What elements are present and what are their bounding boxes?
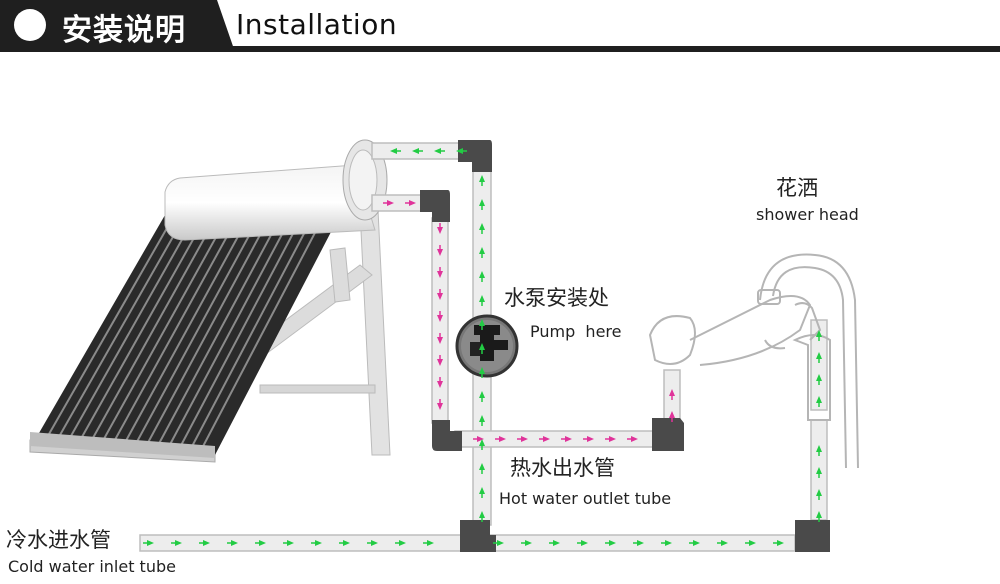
- flow-arrow: [437, 359, 443, 366]
- flow-arrow: [581, 540, 588, 546]
- flow-arrow: [315, 540, 322, 546]
- pump-icon: [455, 314, 519, 378]
- flow-arrow: [543, 436, 550, 442]
- flow-arrow: [287, 540, 294, 546]
- flow-arrow: [479, 271, 485, 278]
- flow-arrow: [147, 540, 154, 546]
- header-bar: 安装说明 Installation: [0, 0, 1000, 52]
- hot-outlet-label-en: Hot water outlet tube: [499, 489, 672, 508]
- flow-arrow: [521, 436, 528, 442]
- flow-arrow: [479, 295, 485, 302]
- flow-arrow: [479, 175, 485, 182]
- flow-arrow: [816, 445, 822, 452]
- flow-arrow: [434, 148, 441, 154]
- flow-arrow: [609, 436, 616, 442]
- flow-arrow: [231, 540, 238, 546]
- flow-arrow: [399, 540, 406, 546]
- flow-arrow: [749, 540, 756, 546]
- hot-outlet-label-cn: 热水出水管: [510, 456, 615, 480]
- flow-arrow: [437, 403, 443, 410]
- pipe-elbows: [420, 140, 830, 552]
- flow-arrow: [479, 247, 485, 254]
- cold-water-arrows: [143, 148, 822, 546]
- flow-arrow: [387, 200, 394, 206]
- header-title-cn: 安装说明: [62, 13, 186, 48]
- flow-arrow: [437, 249, 443, 256]
- flow-arrow: [259, 540, 266, 546]
- flow-arrow: [565, 436, 572, 442]
- pump-label-cn: 水泵安装处: [504, 286, 609, 310]
- flow-arrow: [693, 540, 700, 546]
- flow-arrow: [390, 148, 397, 154]
- flow-arrow: [437, 271, 443, 278]
- flow-arrow: [456, 148, 463, 154]
- flow-arrow: [175, 540, 182, 546]
- flow-arrow: [412, 148, 419, 154]
- flow-arrow: [816, 352, 822, 359]
- header-circle-icon: [14, 9, 46, 41]
- flow-arrow: [816, 511, 822, 518]
- flow-arrow: [427, 540, 434, 546]
- flow-arrow: [477, 436, 484, 442]
- flow-arrow: [665, 540, 672, 546]
- flow-arrow: [499, 436, 506, 442]
- flow-arrow: [816, 467, 822, 474]
- flow-arrow: [437, 227, 443, 234]
- flow-arrow: [479, 199, 485, 206]
- header-underline: [0, 46, 1000, 52]
- flow-arrow: [609, 540, 616, 546]
- flow-arrow: [479, 487, 485, 494]
- flow-arrow: [669, 411, 675, 418]
- shower-faucet: [648, 253, 859, 469]
- flow-arrow: [479, 511, 485, 518]
- flow-arrow: [816, 396, 822, 403]
- flow-arrow: [637, 540, 644, 546]
- flow-arrow: [553, 540, 560, 546]
- pump-label-en: Pump here: [530, 322, 622, 341]
- flow-arrow: [479, 415, 485, 422]
- flow-arrow: [409, 200, 416, 206]
- flow-arrow: [479, 223, 485, 230]
- vacuum-tubes: [30, 205, 345, 458]
- flow-arrow: [479, 463, 485, 470]
- flow-arrow: [479, 391, 485, 398]
- flow-arrow: [631, 436, 638, 442]
- flow-arrow: [777, 540, 784, 546]
- cold-inlet-label-cn: 冷水进水管: [6, 528, 111, 552]
- flow-arrow: [479, 367, 485, 374]
- flow-arrow: [497, 540, 504, 546]
- flow-arrow: [437, 293, 443, 300]
- flow-arrow: [816, 489, 822, 496]
- flow-arrow: [669, 389, 675, 396]
- flow-arrow: [525, 540, 532, 546]
- flow-arrow: [479, 343, 485, 350]
- shower-label-cn: 花洒: [776, 176, 818, 200]
- solar-water-heater: [29, 139, 391, 463]
- flow-arrow: [816, 330, 822, 337]
- flow-arrow: [437, 315, 443, 322]
- flow-arrow: [437, 381, 443, 388]
- flow-arrow: [479, 319, 485, 326]
- flow-arrow: [816, 374, 822, 381]
- flow-arrow: [479, 439, 485, 446]
- cold-inlet-label-en: Cold water inlet tube: [8, 557, 176, 576]
- flow-arrow: [343, 540, 350, 546]
- hot-water-arrows: [383, 200, 675, 442]
- flow-arrow: [437, 337, 443, 344]
- shower-label-en: shower head: [756, 205, 859, 224]
- flow-arrow: [587, 436, 594, 442]
- flow-arrow: [203, 540, 210, 546]
- header-title-en: Installation: [236, 8, 398, 41]
- flow-arrow: [721, 540, 728, 546]
- flow-arrow: [371, 540, 378, 546]
